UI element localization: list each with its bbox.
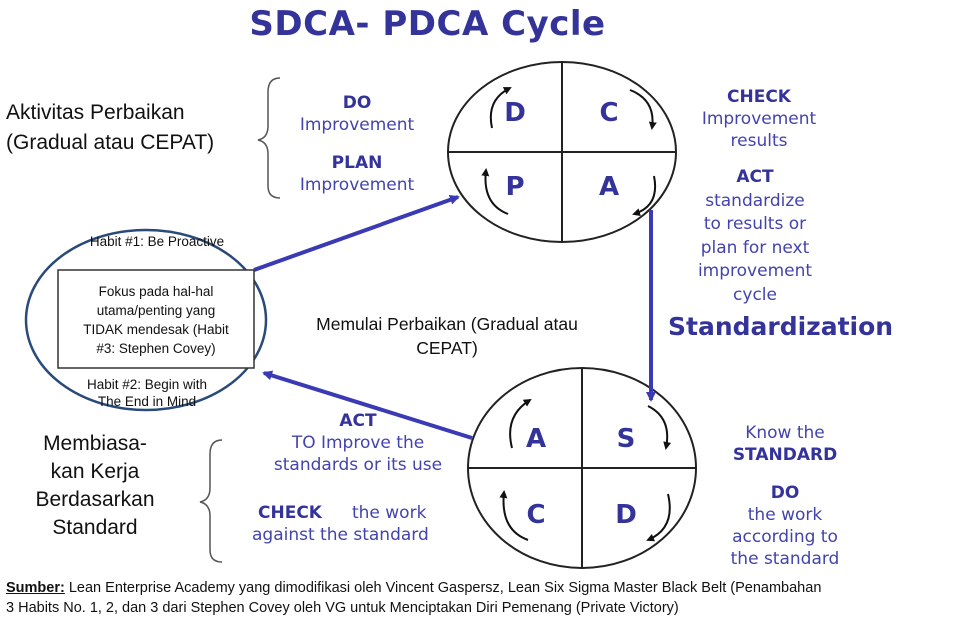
left-top-line-1: Aktivitas Perbaikan bbox=[6, 101, 185, 124]
pdca-plan-text: Improvement bbox=[299, 175, 415, 195]
sdca-check-title: CHECK bbox=[258, 503, 322, 523]
sdca-check-text-2: against the standard bbox=[252, 525, 429, 545]
pdca-act-line-2: to results or bbox=[703, 214, 807, 234]
pdca-arrow-d bbox=[489, 87, 512, 129]
habit-2-label: Habit #2: Begin with The End in Mind bbox=[62, 376, 232, 410]
pdca-letter-a: A bbox=[598, 172, 620, 202]
sdca-act-block: ACT TO Improve the standards or its use bbox=[248, 410, 468, 476]
pdca-act-block: ACT standardize to results or plan for n… bbox=[680, 166, 830, 307]
sdca-letter-a: A bbox=[525, 424, 547, 454]
sdca-do-title: DO bbox=[770, 483, 800, 503]
habit-3-box-text: Fokus pada hal-hal utama/penting yang TI… bbox=[60, 282, 252, 358]
pdca-arrow-p bbox=[481, 168, 509, 215]
habit-box bbox=[57, 269, 255, 369]
sdca-check-text-right: the work bbox=[351, 503, 427, 523]
sdca-do-line-3: the standard bbox=[730, 549, 840, 569]
pdca-do-text: Improvement bbox=[299, 115, 415, 135]
diagram-title: SDCA- PDCA Cycle bbox=[249, 4, 606, 44]
pdca-act-line-1: standardize bbox=[705, 190, 805, 211]
source-line-2: 3 Habits No. 1, 2, dan 3 dari Stephen Co… bbox=[6, 600, 679, 616]
pdca-check-line-1: Improvement bbox=[701, 109, 817, 129]
sdca-act-line-2: standards or its use bbox=[273, 455, 443, 475]
pdca-letter-d: D bbox=[504, 98, 526, 128]
pdca-letter-p: P bbox=[505, 172, 525, 202]
habit-box-line-4: #3: Stephen Covey) bbox=[96, 341, 216, 356]
sdca-do-line-1: the work bbox=[747, 505, 823, 525]
sdca-arrow-a bbox=[509, 398, 532, 449]
pdca-do-title: DO bbox=[342, 93, 372, 113]
sdca-letter-s: S bbox=[616, 424, 636, 454]
sdca-know-block: Know the STANDARD bbox=[700, 422, 870, 466]
pdca-act-title: ACT bbox=[736, 167, 774, 187]
source-footer: Sumber: Lean Enterprise Academy yang dim… bbox=[6, 578, 956, 618]
sdca-arrow-c bbox=[499, 490, 529, 541]
sdca-circle bbox=[467, 367, 697, 569]
pdca-plan-title: PLAN bbox=[331, 153, 383, 173]
pdca-act-line-5: cycle bbox=[733, 284, 777, 305]
sdca-arrow-d bbox=[646, 493, 671, 542]
habit-1-label: Habit #1: Be Proactive bbox=[89, 234, 225, 249]
arrow-to-habit bbox=[262, 370, 473, 440]
pdca-arrow-a bbox=[632, 175, 656, 217]
left-top-label: Aktivitas Perbaikan (Gradual atau CEPAT) bbox=[6, 98, 214, 158]
sdca-do-block: DO the work according to the standard bbox=[700, 482, 870, 570]
pdca-act-line-4: improvement bbox=[697, 261, 813, 281]
center-label-line-1: Memulai Perbaikan (Gradual atau bbox=[316, 314, 578, 334]
habit-box-line-2: utama/penting yang bbox=[96, 303, 216, 318]
sdca-arrow-s bbox=[647, 405, 672, 450]
sdca-letter-d: D bbox=[615, 500, 637, 530]
bottom-brace bbox=[199, 439, 223, 563]
pdca-check-title: CHECK bbox=[727, 87, 791, 107]
sdca-standard-title: STANDARD bbox=[732, 445, 838, 465]
habit-box-line-1: Fokus pada hal-hal bbox=[98, 284, 214, 299]
pdca-do-block: DO Improvement bbox=[282, 92, 432, 136]
left-bottom-line-4: Standard bbox=[52, 516, 138, 539]
sdca-do-line-2: according to bbox=[732, 527, 838, 547]
source-line-1: Lean Enterprise Academy yang dimodifikas… bbox=[64, 580, 822, 596]
habit-2-line-1: Habit #2: Begin with bbox=[86, 377, 208, 392]
pdca-check-line-2: results bbox=[730, 131, 788, 151]
pdca-act-line-3: plan for next bbox=[700, 237, 810, 258]
habit-2-line-2: The End in Mind bbox=[97, 394, 197, 409]
sdca-letter-c: C bbox=[526, 500, 546, 530]
sdca-act-title: ACT bbox=[339, 411, 377, 431]
pdca-arrow-c bbox=[629, 89, 657, 130]
center-label: Memulai Perbaikan (Gradual atau CEPAT) bbox=[282, 312, 612, 360]
left-bottom-line-3: Berdasarkan bbox=[35, 488, 155, 511]
top-brace bbox=[257, 77, 281, 199]
pdca-plan-block: PLAN Improvement bbox=[282, 152, 432, 196]
pdca-check-block: CHECK Improvement results bbox=[684, 86, 834, 152]
source-label: Sumber: bbox=[6, 580, 65, 596]
sdca-act-line-1: TO Improve the bbox=[291, 433, 425, 453]
pdca-circle bbox=[447, 61, 677, 243]
standardization-label: Standardization bbox=[668, 312, 894, 341]
left-bottom-label: Membiasa- kan Kerja Berdasarkan Standard bbox=[20, 430, 170, 542]
pdca-letter-c: C bbox=[599, 98, 619, 128]
left-top-line-2: (Gradual atau CEPAT) bbox=[6, 131, 215, 154]
arrow-to-pdca bbox=[253, 194, 460, 272]
left-bottom-line-2: kan Kerja bbox=[50, 460, 140, 483]
center-label-line-2: CEPAT) bbox=[416, 338, 478, 358]
sdca-know-text: Know the bbox=[745, 423, 825, 443]
sdca-check-block: CHECK the work against the standard bbox=[252, 502, 429, 546]
habit-box-line-3: TIDAK mendesak (Habit bbox=[83, 322, 229, 337]
left-bottom-line-1: Membiasa- bbox=[43, 432, 147, 455]
